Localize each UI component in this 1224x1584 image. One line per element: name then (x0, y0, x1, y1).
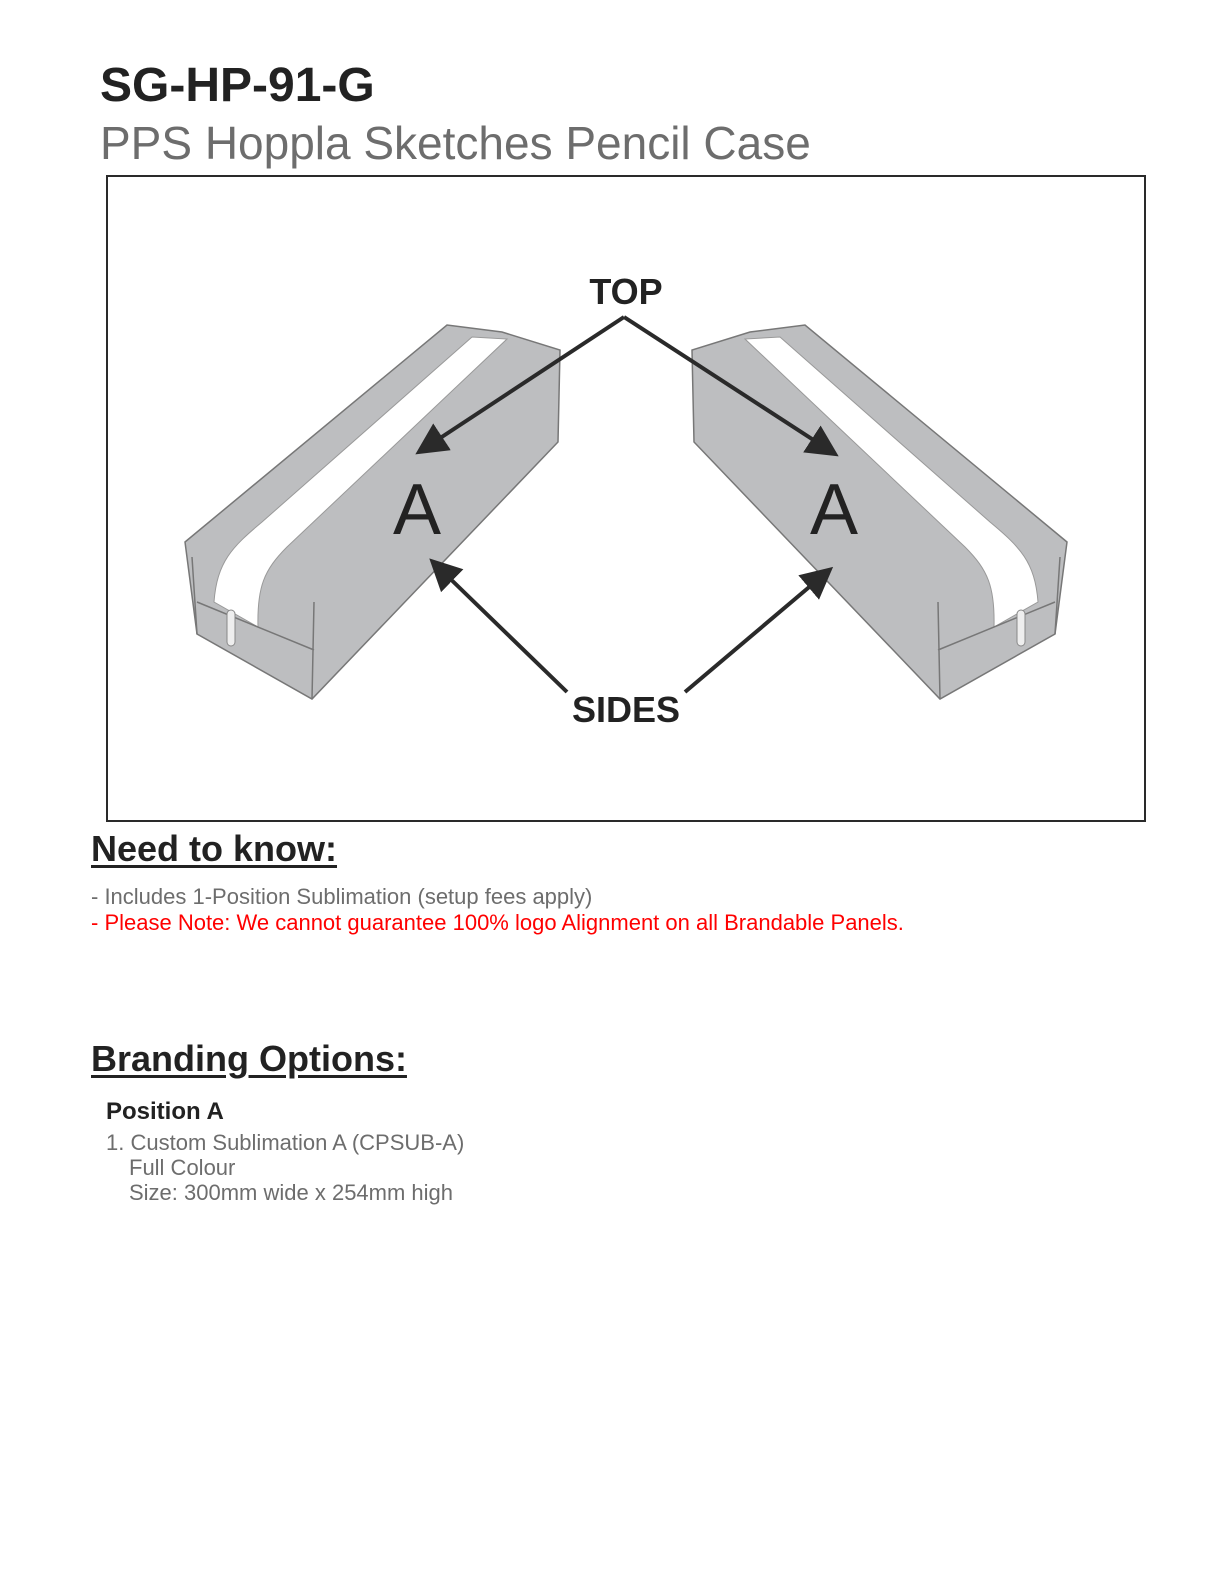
arrow-side-right (683, 566, 834, 694)
pencil-case-left (184, 324, 561, 700)
arrow-top-right (622, 315, 839, 457)
need-to-know-heading: Need to know: (91, 828, 338, 869)
product-code: SG-HP-91-G (100, 59, 375, 112)
alignment-warning: - Please Note: We cannot guarantee 100% … (91, 910, 904, 935)
option-number: 1. (106, 1130, 125, 1155)
product-diagram-frame: TOP SIDES A A (106, 175, 1146, 822)
branding-option: 1. Custom Sublimation A (CPSUB-A) Full C… (106, 1130, 464, 1205)
branding-options-heading: Branding Options: (91, 1038, 407, 1079)
note-item: - Includes 1-Position Sublimation (setup… (91, 884, 593, 909)
sides-label: SIDES (572, 689, 680, 730)
product-title: PPS Hoppla Sketches Pencil Case (100, 117, 811, 169)
product-diagram: TOP SIDES A A (184, 271, 1068, 730)
option-name: Custom Sublimation A (CPSUB-A) (130, 1130, 465, 1155)
position-a-left: A (393, 470, 441, 550)
option-size: Size: 300mm wide x 254mm high (129, 1180, 454, 1205)
position-heading: Position A (106, 1098, 224, 1125)
option-colour: Full Colour (129, 1155, 236, 1180)
arrow-side-left (429, 558, 569, 694)
pencil-case-right (691, 324, 1068, 700)
arrow-top-left (415, 315, 626, 455)
top-label: TOP (589, 271, 662, 312)
position-a-right: A (810, 470, 858, 550)
